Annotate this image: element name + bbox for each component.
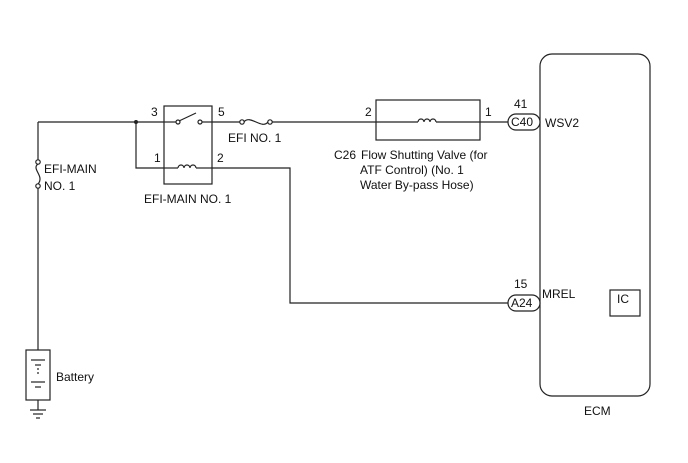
efi-fuse-symbol — [239, 119, 273, 125]
wire-coil-to-a24 — [200, 167, 510, 304]
efi-main-fuse-label-2: NO. 1 — [44, 179, 76, 193]
efi-main-fuse-symbol — [35, 159, 41, 189]
mrel-label: MREL — [542, 287, 576, 301]
relay-label: EFI-MAIN NO. 1 — [144, 192, 232, 206]
relay-pin-2: 2 — [217, 151, 224, 165]
relay-pin-1: 1 — [154, 151, 161, 165]
relay-coil-symbol — [164, 164, 212, 169]
valve-pin-1: 1 — [485, 105, 492, 119]
efi-fuse-label: EFI NO. 1 — [228, 131, 282, 145]
c40-label: C40 — [511, 115, 533, 129]
connector-c40 — [507, 113, 541, 131]
c40-pin: 41 — [514, 97, 528, 111]
valve-code: C26 — [334, 148, 356, 162]
battery-symbol — [31, 359, 45, 388]
relay-pin-3: 3 — [151, 105, 158, 119]
connector-a24 — [507, 294, 541, 312]
relay-pin-5: 5 — [218, 105, 225, 119]
valve-pin-2: 2 — [365, 105, 372, 119]
battery-label: Battery — [56, 370, 94, 384]
valve-label-3: Water By-pass Hose) — [360, 178, 474, 192]
wsv2-label: WSV2 — [545, 116, 579, 130]
wire-junction-to-coil — [135, 122, 176, 169]
a24-label: A24 — [511, 296, 533, 310]
ic-label: IC — [617, 292, 629, 306]
efi-main-fuse-label-1: EFI-MAIN — [44, 162, 97, 176]
ground-icon — [30, 400, 46, 419]
valve-label-2: ATF Control) (No. 1 — [360, 163, 464, 177]
battery-box — [25, 349, 51, 401]
ecm-box — [539, 53, 651, 397]
valve-label-1: Flow Shutting Valve (for — [361, 148, 488, 162]
ecm-label: ECM — [584, 404, 611, 418]
a24-pin: 15 — [514, 277, 528, 291]
valve-box — [375, 99, 481, 141]
relay-switch-symbol — [164, 112, 212, 125]
valve-coil-symbol — [376, 118, 480, 123]
relay-box — [163, 105, 213, 185]
ic-box — [609, 289, 641, 317]
